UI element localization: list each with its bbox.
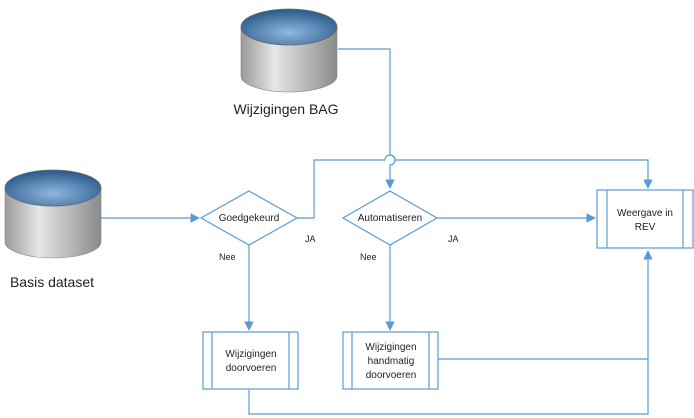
decision-goedgekeurd — [199, 190, 299, 246]
edge-label-ja-goedgekeurd: JA — [305, 234, 316, 244]
database-bag-label: Wijzigingen BAG — [233, 101, 338, 117]
process-weergave-line2: REV — [635, 222, 656, 233]
edge-label-nee-goedgekeurd: Nee — [219, 252, 236, 262]
process-weergave — [596, 189, 694, 249]
process-handmatig — [342, 331, 439, 390]
database-basis-label: Basis dataset — [10, 274, 94, 290]
process-weergave-line1: Weergave in — [617, 208, 673, 219]
edge-label-ja-automatiseren: JA — [448, 234, 459, 244]
process-doorvoeren — [202, 331, 299, 390]
database-bag — [240, 8, 338, 93]
decision-goedgekeurd-label: Goedgekeurd — [219, 213, 280, 224]
process-doorvoeren-line1: Wijzigingen — [225, 349, 276, 360]
edge-doorvoeren-weergave — [248, 250, 653, 415]
process-handmatig-line2: handmatig — [368, 356, 415, 367]
database-basis — [4, 169, 102, 259]
process-handmatig-line1: Wijzigingen — [365, 342, 416, 353]
edge-goedgekeurd-weergave — [297, 154, 653, 219]
connectors — [100, 48, 653, 415]
process-doorvoeren-line2: doorvoeren — [226, 363, 277, 374]
process-handmatig-line3: doorvoeren — [366, 370, 417, 381]
decision-automatiseren — [341, 190, 439, 246]
edge-bag-automatiseren — [338, 48, 396, 189]
edge-label-nee-automatiseren: Nee — [360, 252, 377, 262]
decision-automatiseren-label: Automatiseren — [358, 213, 422, 224]
